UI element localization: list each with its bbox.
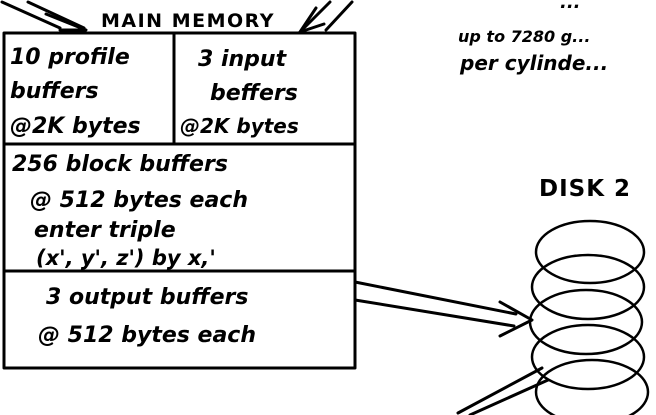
profile-buffers-cell: 10 profile buffers @2K bytes: [10, 45, 141, 139]
incoming-arrow-left: [0, 0, 88, 32]
block-buffers-line-1: 256 block buffers: [12, 152, 228, 177]
input-buffers-cell: 3 input beffers @2K bytes: [180, 47, 299, 138]
block-buffers-line-2: @ 512 bytes each: [30, 188, 248, 213]
note-line-3: per cylinde...: [459, 51, 608, 75]
profile-buffers-line-3: @2K bytes: [10, 114, 141, 139]
disk-label: DISK 2: [539, 176, 631, 202]
input-buffers-line-2: beffers: [210, 81, 298, 106]
output-buffers-line-2: @ 512 bytes each: [38, 323, 256, 348]
memory-title: MAIN MEMORY: [101, 10, 275, 32]
disk-outgoing-arrow: [456, 366, 550, 415]
output-to-disk-arrow: [353, 280, 534, 338]
profile-buffers-line-1: 10 profile: [10, 45, 130, 70]
profile-buffers-line-2: buffers: [10, 79, 99, 104]
disk-2-icon: [528, 219, 650, 415]
block-buffers-line-4: (x', y', z') by x,': [36, 246, 216, 270]
note-line-1: ...: [560, 0, 581, 13]
output-buffers-line-1: 3 output buffers: [46, 285, 248, 310]
incoming-arrow-right: [298, 0, 354, 34]
block-buffers-section: 256 block buffers @ 512 bytes each enter…: [12, 152, 248, 270]
input-buffers-line-3: @2K bytes: [180, 114, 299, 138]
block-buffers-line-3: enter triple: [34, 218, 176, 243]
input-buffers-line-1: 3 input: [198, 47, 288, 72]
note-line-2: up to 7280 g...: [458, 27, 590, 46]
output-buffers-section: 3 output buffers @ 512 bytes each: [38, 285, 256, 348]
cylinder-note: ... up to 7280 g... per cylinde...: [458, 0, 608, 75]
memory-block: [2, 31, 357, 370]
